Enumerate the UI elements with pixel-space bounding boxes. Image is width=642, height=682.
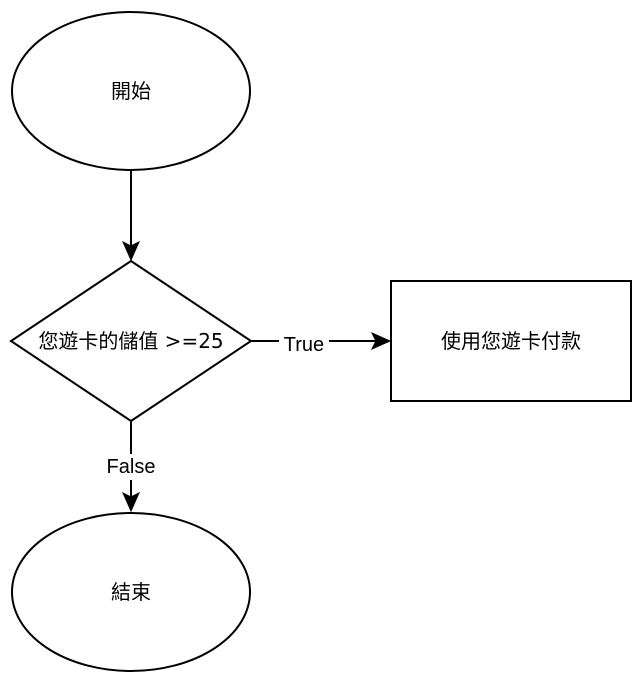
decision-node-label: 您遊卡的儲值 >=25 [38, 329, 223, 353]
start-node[interactable]: 開始 [11, 11, 251, 171]
false-label-background [100, 454, 162, 480]
arrowhead-down-icon [121, 491, 141, 513]
edge-decision-to-pay: True [251, 331, 392, 358]
edge-label-false: False [107, 456, 156, 478]
start-node-shape [11, 11, 251, 171]
arrowhead-down-icon [121, 240, 141, 262]
start-node-label: 開始 [111, 79, 151, 103]
arrowhead-right-icon [370, 331, 392, 351]
pay-node-label: 使用您遊卡付款 [441, 329, 581, 353]
true-label-background [279, 332, 329, 358]
end-node-shape [11, 512, 251, 672]
pay-node-shape [390, 280, 632, 402]
edge-decision-to-end: False [100, 421, 162, 513]
edge-label-true: True [284, 334, 324, 356]
end-node-label: 結束 [111, 580, 151, 604]
edge-start-to-decision [121, 171, 141, 262]
end-node[interactable]: 結束 [11, 512, 251, 672]
decision-node[interactable]: 您遊卡的儲值 >=25 [9, 259, 253, 423]
pay-node[interactable]: 使用您遊卡付款 [390, 280, 632, 402]
